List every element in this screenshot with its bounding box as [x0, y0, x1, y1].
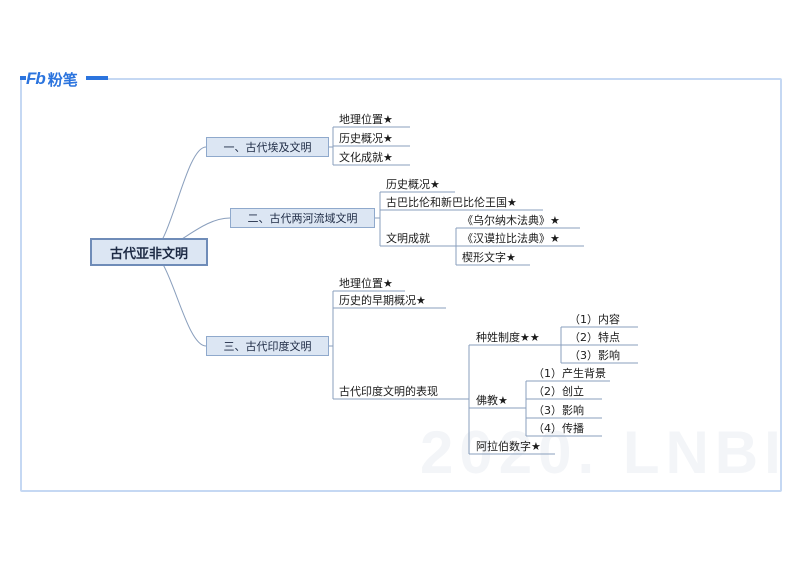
watermark: 2020. LNBI [420, 419, 787, 486]
brand-logo: Fb 粉笔 [26, 68, 86, 90]
caste-influence: （3）影响 [569, 349, 620, 362]
india-arabic-numerals: 阿拉伯数字★ [476, 440, 541, 453]
brand-name: 粉笔 [47, 70, 78, 89]
india-expressions: 古代印度文明的表现 [339, 385, 438, 398]
buddhism-background: （1）产生背景 [533, 367, 606, 380]
connector-expression-children [462, 344, 555, 455]
meso-history: 历史概况★ [386, 178, 440, 191]
connector-branch-3-children [329, 290, 462, 400]
caste-features: （2）特点 [569, 331, 620, 344]
connector-root-branch-1 [149, 146, 207, 253]
buddhism-founding: （2）创立 [533, 385, 584, 398]
branch-india: 三、古代印度文明 [206, 336, 329, 356]
branch-egypt: 一、古代埃及文明 [206, 137, 329, 157]
egypt-geography: 地理位置★ [339, 113, 393, 126]
india-geography: 地理位置★ [339, 277, 393, 290]
connector-buddhism-children [520, 380, 610, 437]
egypt-history: 历史概况★ [339, 132, 393, 145]
content-frame [20, 78, 782, 492]
caste-content: （1）内容 [569, 313, 620, 326]
india-buddhism: 佛教★ [476, 394, 508, 407]
mindmap-root: 古代亚非文明 [90, 238, 208, 266]
brand-logo-icon: Fb [26, 69, 46, 88]
meso-achievements: 文明成就 [386, 232, 430, 245]
buddhism-spread: （4）传播 [533, 422, 584, 435]
connector-branch-2-children [375, 191, 543, 247]
connector-root-branch-3 [149, 251, 207, 347]
connector-caste-children [555, 326, 638, 364]
branch-mesopotamia: 二、古代两河流域文明 [230, 208, 375, 228]
meso-hammurabi-code: 《汉谟拉比法典》★ [462, 232, 560, 245]
meso-cuneiform: 楔形文字★ [462, 251, 516, 264]
meso-ur-nammu-code: 《乌尔纳木法典》★ [462, 214, 560, 227]
egypt-culture: 文化成就★ [339, 151, 393, 164]
india-caste-system: 种姓制度★★ [476, 331, 540, 344]
india-early-history: 历史的早期概况★ [339, 294, 426, 307]
connector-branch-1-children [329, 126, 410, 166]
connector-achievements-children [450, 227, 584, 266]
meso-babylon: 古巴比伦和新巴比伦王国★ [386, 196, 517, 209]
buddhism-influence: （3）影响 [533, 404, 584, 417]
